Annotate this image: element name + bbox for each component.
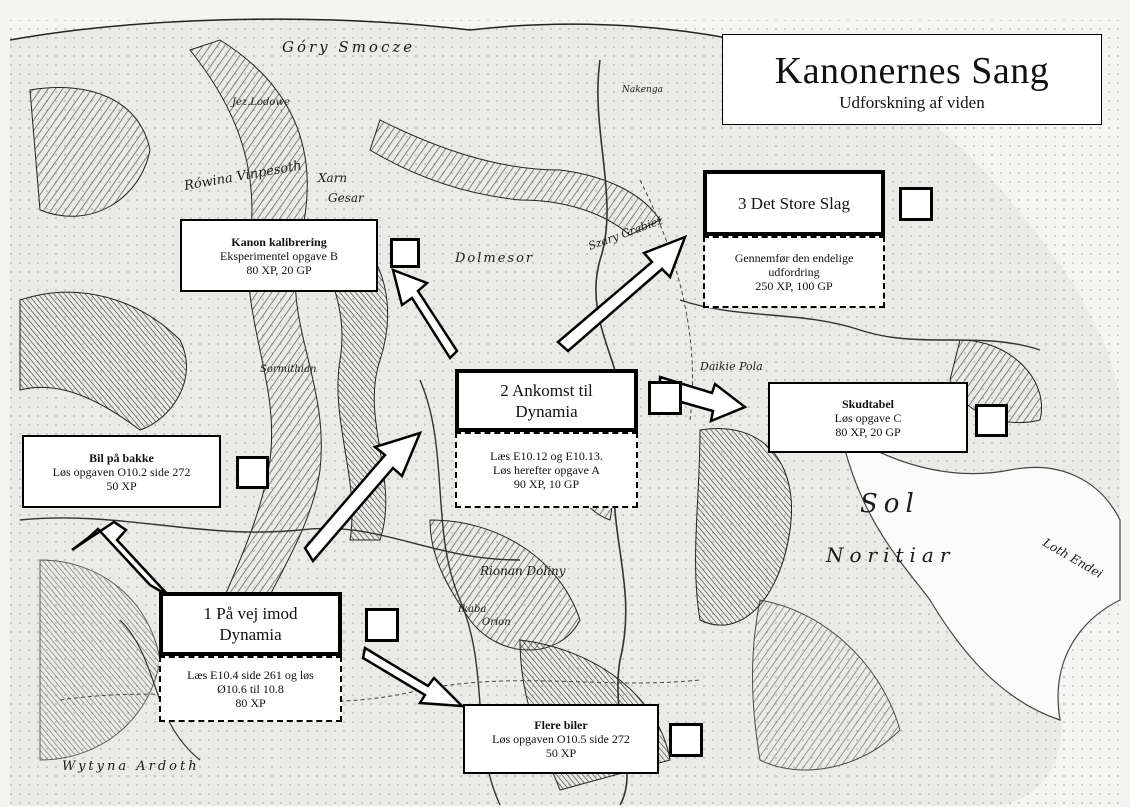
path-arrows (71, 234, 748, 708)
quest-task: Løs opgave C (834, 410, 902, 425)
quest-card-bil: Bil på bakke Løs opgaven O10.2 side 272 … (22, 435, 221, 508)
map-label: Nakenga (621, 85, 663, 95)
map-label: Noritiar (825, 543, 955, 567)
quest-title: Kanon kalibrering (231, 234, 327, 249)
map-label: Jez.Lodowe (230, 97, 290, 108)
quest-reward: 80 XP, 20 GP (835, 424, 901, 439)
map-label: Ikaba (457, 604, 486, 615)
quest-reward: 80 XP, 20 GP (246, 262, 312, 277)
quest-reward: 90 XP, 10 GP (513, 477, 580, 491)
quest-title: Bil på bakke (89, 450, 154, 465)
map-label: Wytyna Ardoth (62, 759, 200, 774)
page-subtitle: Udforskning af viden (839, 93, 985, 112)
arrow-2-to-3 (556, 234, 688, 353)
arrow-to-bil (71, 520, 170, 598)
checkbox-kanon[interactable] (390, 238, 420, 268)
quest-card-kanon: Kanon kalibrering Eksperimentel opgave B… (180, 219, 378, 292)
map-label: Góry Smocze (282, 38, 415, 56)
title-card: Kanonernes Sang Udforskning af viden (722, 34, 1102, 125)
arrow-2-to-kanon (391, 267, 459, 360)
arrow-1-to-biler (361, 646, 466, 708)
quest-title: Flere biler (534, 718, 588, 732)
page-title: Kanonernes Sang (774, 50, 1050, 92)
checkbox-quest-2[interactable] (648, 381, 682, 415)
map-label: Xarn (317, 171, 347, 185)
map-label: Orion (482, 617, 511, 628)
quest-card-1-details: Læs E10.4 side 261 og løs Ø10.6 til 10.8… (159, 656, 342, 722)
quest-reward: 250 XP, 100 GP (755, 279, 833, 293)
quest-title: 3 Det Store Slag (738, 193, 850, 213)
map-label: Sol (860, 489, 920, 519)
checkbox-quest-1[interactable] (365, 608, 399, 642)
checkbox-quest-3[interactable] (899, 187, 933, 221)
map-label: Sormithian (260, 364, 316, 375)
quest-title: 2 Ankomst til Dynamia (500, 380, 593, 421)
quest-title: Skudtabel (841, 396, 895, 411)
checkbox-flere-biler[interactable] (669, 723, 703, 757)
quest-task: Eksperimentel opgave B (220, 248, 338, 263)
quest-card-3-details: Gennemfør den endelige udfordring 250 XP… (703, 236, 885, 308)
quest-card-flere-biler: Flere biler Løs opgaven O10.5 side 272 5… (463, 704, 659, 774)
quest-task: Ø10.6 til 10.8 (217, 682, 284, 696)
map-label: Gesar (328, 191, 365, 205)
map-label: Daikie Pola (699, 360, 763, 373)
quest-reward: 80 XP (235, 696, 266, 710)
quest-reward: 50 XP (545, 746, 577, 760)
quest-card-2-title: 2 Ankomst til Dynamia (455, 369, 638, 432)
quest-reward: 50 XP (106, 478, 137, 493)
checkbox-skudtabel[interactable] (975, 404, 1008, 437)
quest-card-skudtabel: Skudtabel Løs opgave C 80 XP, 20 GP (768, 382, 968, 453)
quest-task: Gennemfør den endelige (734, 251, 854, 265)
quest-task: Løs opgaven O10.5 side 272 (492, 732, 630, 746)
arrow-1-to-2 (303, 431, 423, 564)
quest-title: 1 På vej imod Dynamia (203, 604, 298, 644)
quest-card-3-title: 3 Det Store Slag (703, 170, 885, 236)
quest-task: Læs E10.12 og E10.13. (490, 449, 603, 463)
quest-task: Løs herefter opgave A (493, 463, 600, 477)
map-label: Dolmesor (454, 251, 534, 266)
quest-task: Læs E10.4 side 261 og løs (187, 668, 314, 682)
quest-task: Løs opgaven O10.2 side 272 (52, 464, 191, 479)
checkbox-bil[interactable] (236, 456, 269, 489)
quest-card-2-details: Læs E10.12 og E10.13. Løs herefter opgav… (455, 432, 638, 508)
quest-task: udfordring (768, 265, 820, 279)
quest-card-1-title: 1 På vej imod Dynamia (159, 592, 342, 656)
map-label: Rionan Doliny (479, 564, 566, 578)
